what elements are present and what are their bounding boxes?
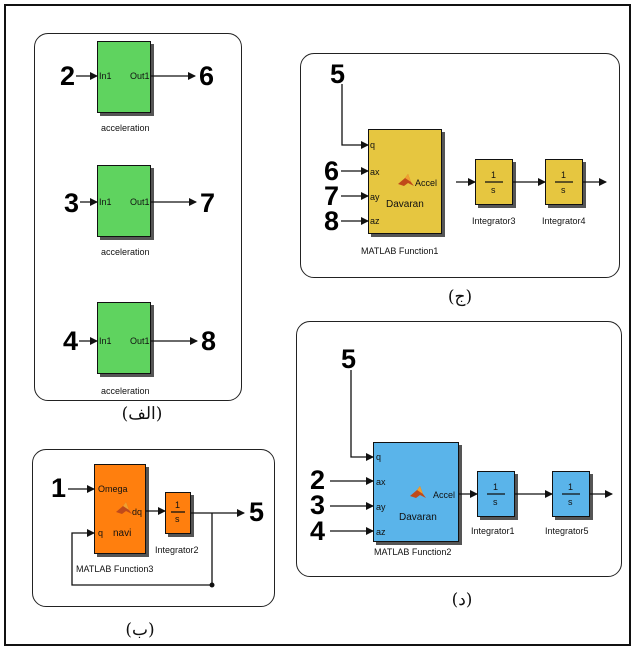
az-port-label: az xyxy=(370,216,380,226)
ax-input-number: 2 xyxy=(310,465,326,495)
integrator-numerator: 1 xyxy=(491,170,497,180)
matlab-logo-icon xyxy=(398,174,414,186)
out-port-label: Out1 xyxy=(130,71,150,81)
integrator2-name: Integrator2 xyxy=(155,545,199,555)
matlab-logo-icon xyxy=(410,486,426,498)
acceleration-block-3[interactable] xyxy=(97,302,151,374)
accel-port-label: Accel xyxy=(433,490,456,500)
integrator-denominator: s xyxy=(175,514,180,524)
input-number: 2 xyxy=(60,61,76,91)
out-port-label: Out1 xyxy=(130,197,150,207)
block-name: acceleration xyxy=(101,386,150,396)
function2-name: MATLAB Function2 xyxy=(374,547,452,557)
input-number: 1 xyxy=(51,473,67,503)
input-number: 3 xyxy=(64,188,80,218)
input-number: 4 xyxy=(63,326,79,356)
integrator-numerator: 1 xyxy=(561,170,567,180)
acceleration-block-2[interactable] xyxy=(97,165,151,237)
integrator4-name: Integrator4 xyxy=(542,216,586,226)
integrator-numerator: 1 xyxy=(493,482,499,492)
q-port-label: q xyxy=(98,528,104,538)
ax-port-label: ax xyxy=(376,477,386,487)
ay-input-number: 7 xyxy=(324,181,340,211)
in-port-label: In1 xyxy=(99,71,112,81)
az-port-label: az xyxy=(376,527,386,537)
az-input-number: 4 xyxy=(310,516,326,546)
ax-port-label: ax xyxy=(370,167,380,177)
integrator-numerator: 1 xyxy=(568,482,574,492)
integrator-denominator: s xyxy=(561,185,566,195)
ay-port-label: ay xyxy=(370,192,380,202)
matlab-logo-icon xyxy=(116,502,132,514)
caption-alef: (الف) xyxy=(121,404,163,424)
output-number: 6 xyxy=(199,61,215,91)
ax-input-number: 6 xyxy=(324,156,340,186)
function1-name: MATLAB Function1 xyxy=(361,246,439,256)
in-port-label: In1 xyxy=(99,336,112,346)
integrator5-name: Integrator5 xyxy=(545,526,589,536)
output-number: 7 xyxy=(200,188,216,218)
q-port-label: q xyxy=(370,140,376,150)
integrator1-name: Integrator1 xyxy=(471,526,515,536)
integrator3-name: Integrator3 xyxy=(472,216,516,226)
ay-port-label: ay xyxy=(376,502,386,512)
davaran-label: Davaran xyxy=(399,512,437,523)
block-name: acceleration xyxy=(101,247,150,257)
caption-dal: (د) xyxy=(451,590,473,610)
integrator-denominator: s xyxy=(568,497,573,507)
integrator-denominator: s xyxy=(491,185,496,195)
dq-port-label: dq xyxy=(132,507,143,517)
az-input-number: 8 xyxy=(324,206,340,236)
omega-port-label: Omega xyxy=(98,484,128,494)
panel-dal xyxy=(296,321,622,577)
output-number: 5 xyxy=(249,497,265,527)
navi-label: navi xyxy=(113,528,132,539)
q-input-number: 5 xyxy=(341,344,357,374)
caption-be: (ب) xyxy=(125,620,155,640)
function3-name: MATLAB Function3 xyxy=(76,564,154,574)
out-port-label: Out1 xyxy=(130,336,150,346)
davaran-label: Davaran xyxy=(386,199,424,210)
integrator2-block[interactable] xyxy=(165,492,191,534)
integrator1-block[interactable] xyxy=(477,471,515,517)
in-port-label: In1 xyxy=(99,197,112,207)
integrator-denominator: s xyxy=(493,497,498,507)
ay-input-number: 3 xyxy=(310,490,326,520)
integrator-numerator: 1 xyxy=(175,500,181,510)
output-number: 8 xyxy=(201,326,217,356)
block-name: acceleration xyxy=(101,123,150,133)
q-port-label: q xyxy=(376,452,382,462)
q-input-number: 5 xyxy=(330,59,346,89)
caption-jim: (ج) xyxy=(447,287,473,307)
accel-port-label: Accel xyxy=(415,178,438,188)
figure-frame xyxy=(4,4,631,646)
